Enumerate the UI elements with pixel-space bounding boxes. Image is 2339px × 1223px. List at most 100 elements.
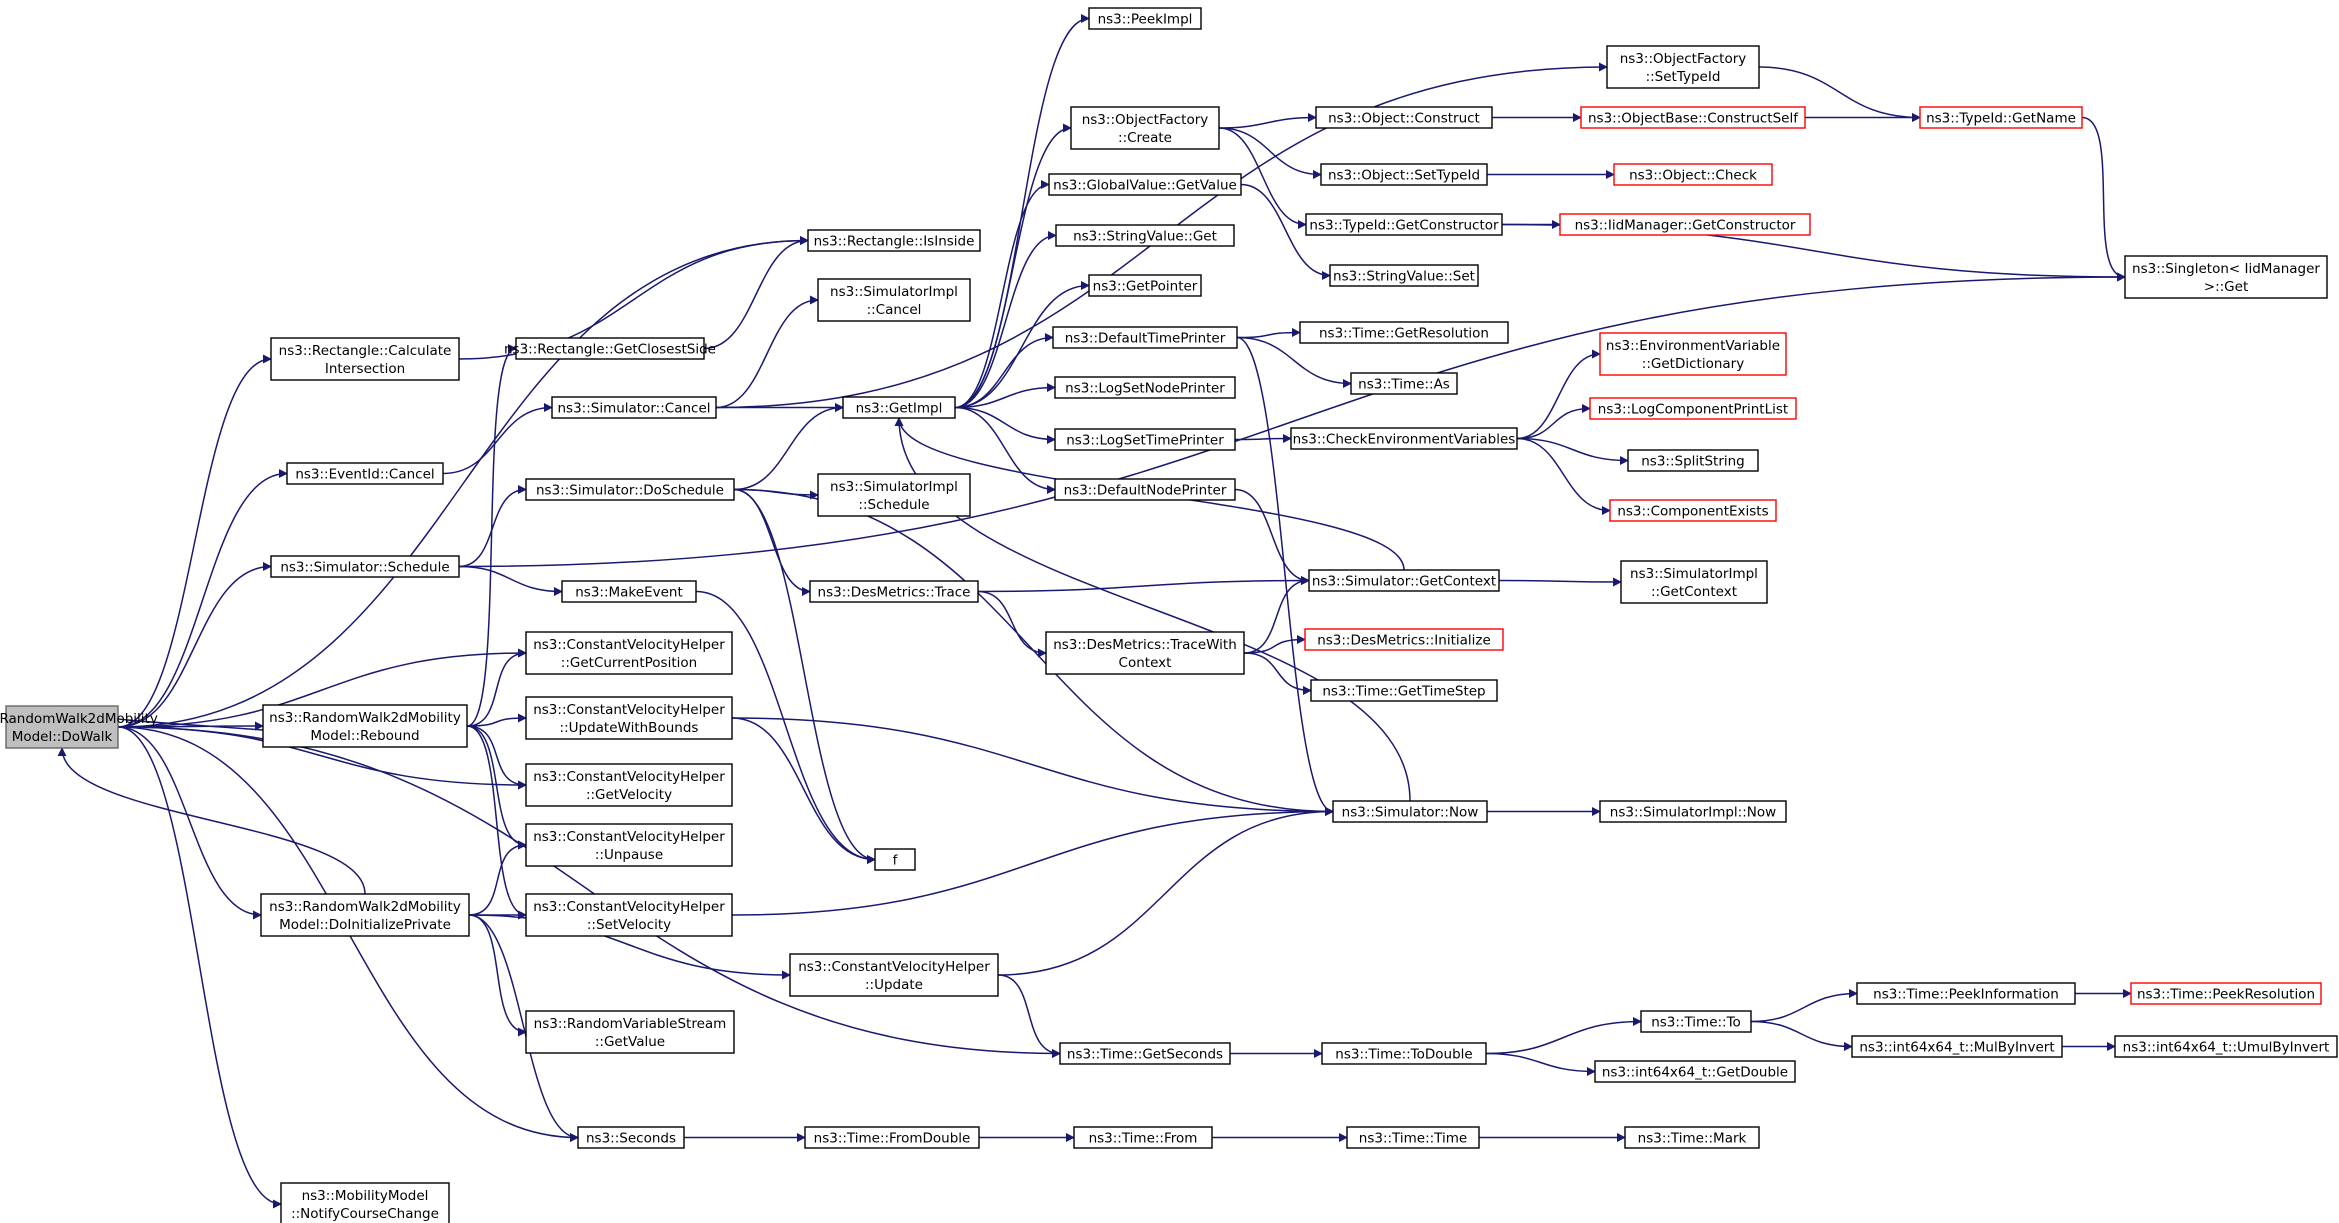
edge-get-impl-to-global-get-value — [954, 180, 1050, 409]
node-type-id-get-ctor[interactable]: ns3::TypeId::GetConstructor — [1305, 213, 1503, 236]
node-obj-fact-create[interactable]: ns3::ObjectFactory::Create — [1070, 106, 1220, 150]
node-comp-exists[interactable]: ns3::ComponentExists — [1609, 499, 1777, 522]
node-def-time-printer[interactable]: ns3::DefaultTimePrinter — [1052, 326, 1238, 349]
node-box — [1627, 449, 1759, 472]
node-sim-now[interactable]: ns3::Simulator::Now — [1332, 800, 1488, 823]
edge-obj-fact-create-to-type-id-get-ctor — [1218, 127, 1307, 229]
node-log-comp-print[interactable]: ns3::LogComponentPrintList — [1589, 397, 1797, 420]
node-f[interactable]: f — [874, 848, 916, 871]
node-box — [262, 704, 468, 748]
node-obj-fact-set-type-id[interactable]: ns3::ObjectFactory::SetTypeId — [1606, 45, 1760, 89]
edge-def-time-printer-to-time-get-res — [1236, 328, 1301, 339]
node-sim-impl-get-ctx[interactable]: ns3::SimulatorImpl::GetContext — [1620, 560, 1768, 604]
node-event-cancel[interactable]: ns3::EventId::Cancel — [286, 462, 444, 485]
node-i64-get-double[interactable]: ns3::int64x64_t::GetDouble — [1594, 1060, 1796, 1083]
node-time-get-step[interactable]: ns3::Time::GetTimeStep — [1310, 679, 1498, 702]
node-label: ns3::Seconds — [586, 1131, 676, 1147]
node-label: ns3::GetImpl — [856, 401, 943, 417]
node-label: ns3::LogComponentPrintList — [1598, 402, 1788, 418]
node-time-to[interactable]: ns3::Time::To — [1640, 1010, 1752, 1033]
node-time-as[interactable]: ns3::Time::As — [1350, 372, 1458, 395]
node-box — [525, 763, 733, 807]
node-rect-is-inside[interactable]: ns3::Rectangle::IsInside — [807, 229, 981, 252]
node-cvh-get-pos[interactable]: ns3::ConstantVelocityHelper::GetCurrentP… — [525, 631, 733, 675]
node-sim-cancel[interactable]: ns3::Simulator::Cancel — [551, 396, 717, 419]
node-def-node-printer[interactable]: ns3::DefaultNodePrinter — [1054, 478, 1236, 501]
node-check-env[interactable]: ns3::CheckEnvironmentVariables — [1290, 427, 1518, 450]
node-string-get[interactable]: ns3::StringValue::Get — [1055, 224, 1235, 247]
node-cvh-unpause[interactable]: ns3::ConstantVelocityHelper::Unpause — [525, 823, 733, 867]
node-label: ns3::MobilityModel — [302, 1188, 429, 1204]
node-get-pointer[interactable]: ns3::GetPointer — [1088, 274, 1202, 297]
node-peek-impl[interactable]: ns3::PeekImpl — [1088, 7, 1202, 30]
node-box — [1073, 1126, 1213, 1149]
node-obj-set-type-id[interactable]: ns3::Object::SetTypeId — [1320, 163, 1488, 186]
node-string-set[interactable]: ns3::StringValue::Set — [1329, 264, 1479, 287]
node-time-to-double[interactable]: ns3::Time::ToDouble — [1321, 1042, 1487, 1065]
node-cvh-update[interactable]: ns3::ConstantVelocityHelper::Update — [789, 953, 999, 997]
node-rect-closest[interactable]: ns3::Rectangle::GetClosestSide — [504, 337, 716, 360]
node-iid-get-ctor[interactable]: ns3::IidManager::GetConstructor — [1559, 213, 1811, 236]
node-time-time[interactable]: ns3::Time::Time — [1346, 1126, 1480, 1149]
node-label: ns3::RandomWalk2dMobility — [269, 899, 461, 915]
node-cvh-set-vel[interactable]: ns3::ConstantVelocityHelper::SetVelocity — [525, 893, 733, 937]
node-label: ns3::CheckEnvironmentVariables — [1293, 432, 1516, 448]
node-sim-impl-cancel[interactable]: ns3::SimulatorImpl::Cancel — [817, 278, 971, 322]
node-label: ::GetDictionary — [1642, 356, 1744, 372]
node-split-string[interactable]: ns3::SplitString — [1627, 449, 1759, 472]
node-notify-course[interactable]: ns3::MobilityModel::NotifyCourseChange — [280, 1182, 450, 1223]
node-make-event[interactable]: ns3::MakeEvent — [561, 580, 697, 603]
node-des-trace[interactable]: ns3::DesMetrics::Trace — [809, 580, 979, 603]
edge-sim-now-to-get-impl — [894, 417, 1411, 802]
node-rvs-get-value[interactable]: ns3::RandomVariableStream::GetValue — [525, 1010, 735, 1054]
node-cvh-upd-bounds[interactable]: ns3::ConstantVelocityHelper::UpdateWithB… — [525, 696, 733, 740]
node-sim-schedule[interactable]: ns3::Simulator::Schedule — [270, 555, 460, 578]
node-box — [280, 1182, 450, 1223]
node-label: ns3::Time::As — [1358, 377, 1450, 393]
node-cvh-get-vel[interactable]: ns3::ConstantVelocityHelper::GetVelocity — [525, 763, 733, 807]
node-label: ns3::int64x64_t::UmulByInvert — [2123, 1040, 2330, 1056]
edge-do-init-priv-to-cvh-unpause — [468, 840, 527, 916]
node-sim-impl-schedule[interactable]: ns3::SimulatorImpl::Schedule — [817, 473, 971, 517]
node-time-from-double[interactable]: ns3::Time::FromDouble — [804, 1126, 980, 1149]
node-time-from[interactable]: ns3::Time::From — [1073, 1126, 1213, 1149]
node-time-peek-res[interactable]: ns3::Time::PeekResolution — [2130, 982, 2322, 1005]
node-log-set-time[interactable]: ns3::LogSetTimePrinter — [1054, 428, 1236, 451]
node-global-get-value[interactable]: ns3::GlobalValue::GetValue — [1048, 173, 1242, 196]
node-obj-construct[interactable]: ns3::Object::Construct — [1315, 106, 1493, 129]
node-seconds[interactable]: ns3::Seconds — [577, 1126, 685, 1149]
node-label: ns3::Time::FromDouble — [814, 1131, 971, 1147]
node-obj-check[interactable]: ns3::Object::Check — [1613, 163, 1773, 186]
node-i64-umul-inv[interactable]: ns3::int64x64_t::UmulByInvert — [2114, 1035, 2338, 1058]
node-time-mark[interactable]: ns3::Time::Mark — [1624, 1126, 1760, 1149]
node-label: ::Update — [865, 977, 923, 993]
node-singleton-get[interactable]: ns3::Singleton< IidManager>::Get — [2124, 255, 2328, 299]
node-sim-get-context[interactable]: ns3::Simulator::GetContext — [1308, 569, 1500, 592]
node-label: ns3::EventId::Cancel — [295, 467, 434, 483]
node-sim-impl-now[interactable]: ns3::SimulatorImpl::Now — [1599, 800, 1787, 823]
node-time-get-sec[interactable]: ns3::Time::GetSeconds — [1059, 1042, 1231, 1065]
node-des-init[interactable]: ns3::DesMetrics::Initialize — [1304, 628, 1504, 651]
node-box — [1856, 982, 2076, 1005]
node-type-id-get-name[interactable]: ns3::TypeId::GetName — [1919, 106, 2083, 129]
node-log-set-node[interactable]: ns3::LogSetNodePrinter — [1054, 376, 1236, 399]
edge-get-impl-to-obj-fact-create — [954, 123, 1072, 409]
node-label: ns3::MakeEvent — [575, 585, 683, 601]
node-get-impl[interactable]: ns3::GetImpl — [842, 396, 956, 419]
node-box — [1599, 800, 1787, 823]
node-label: ns3::int64x64_t::MulByInvert — [1859, 1040, 2054, 1056]
node-box — [577, 1126, 685, 1149]
edge-time-to-to-time-peek-info — [1750, 989, 1858, 1023]
node-box — [1599, 332, 1787, 376]
node-time-peek-info[interactable]: ns3::Time::PeekInformation — [1856, 982, 2076, 1005]
node-obj-base-construct[interactable]: ns3::ObjectBase::ConstructSelf — [1580, 106, 1806, 129]
node-env-get-dict[interactable]: ns3::EnvironmentVariable::GetDictionary — [1599, 332, 1787, 376]
node-time-get-res[interactable]: ns3::Time::GetResolution — [1299, 321, 1509, 344]
node-i64-mul-inv[interactable]: ns3::int64x64_t::MulByInvert — [1851, 1035, 2063, 1058]
node-do-init-priv[interactable]: ns3::RandomWalk2dMobilityModel::DoInitia… — [260, 893, 470, 937]
node-sim-do-schedule[interactable]: ns3::Simulator::DoSchedule — [525, 478, 735, 501]
